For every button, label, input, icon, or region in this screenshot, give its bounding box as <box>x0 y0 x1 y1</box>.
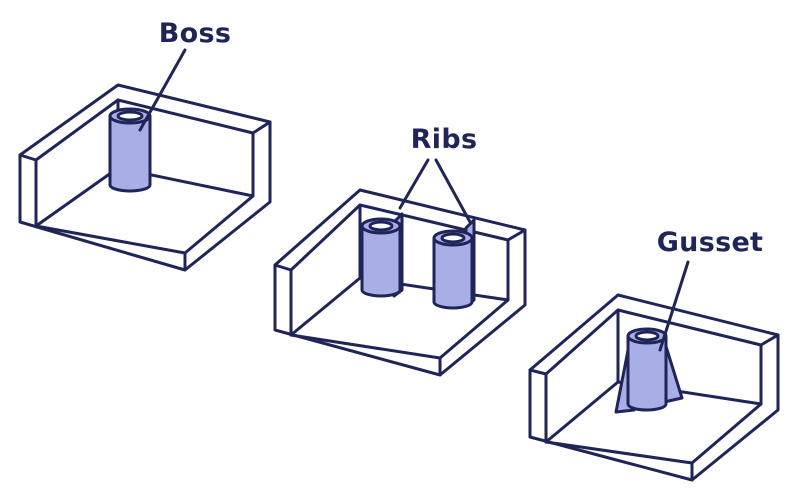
ribs-label: Ribs <box>411 124 478 155</box>
boss-leader-line <box>138 48 187 132</box>
rib-cylinder-right <box>432 218 476 310</box>
boss-cylinder <box>108 107 152 193</box>
box-walls <box>528 293 780 482</box>
gusset-cylinder <box>614 327 684 414</box>
ribs-example-box <box>273 158 527 377</box>
boss-label: Boss <box>159 18 231 49</box>
boss-example-box <box>18 48 272 272</box>
box-walls <box>273 188 527 377</box>
ribs-leader-lines <box>398 158 472 224</box>
rib-cylinder-left <box>360 212 404 298</box>
gusset-leader-line <box>658 260 690 352</box>
gusset-example-box <box>528 260 780 482</box>
gusset-label: Gusset <box>657 227 764 258</box>
